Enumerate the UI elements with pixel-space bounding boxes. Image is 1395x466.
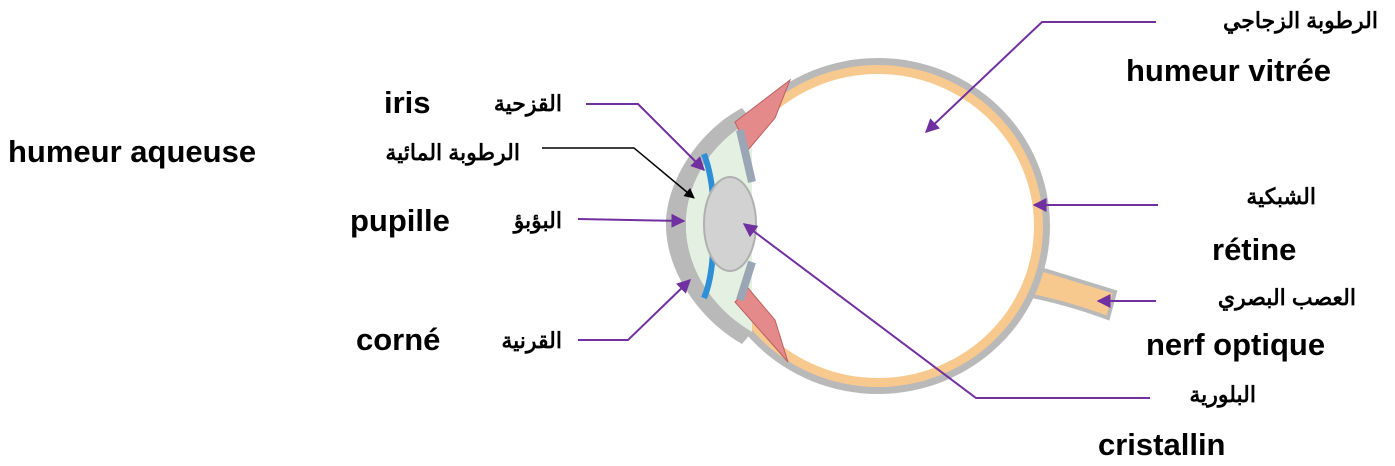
label-retine-ar: الشبكية <box>1246 184 1316 209</box>
label-cristallin-ar: البلورية <box>1189 382 1256 407</box>
label-corne-fr: corné <box>356 322 441 357</box>
label-retine-fr: rétine <box>1212 232 1297 267</box>
ligament-top <box>736 129 756 183</box>
label-humeur-aqueuse-fr: humeur aqueuse <box>8 134 257 169</box>
label-nerf-optique-ar: العصب البصري <box>1217 285 1356 310</box>
lens <box>703 176 757 272</box>
label-humeur-aqueuse-ar: الرطوبة المائية <box>385 140 520 165</box>
label-cristallin-fr: cristallin <box>1098 427 1226 462</box>
label-iris-fr: iris <box>384 85 431 120</box>
label-humeur-vitree-fr: humeur vitrée <box>1126 53 1332 88</box>
label-pupille-fr: pupille <box>350 203 450 238</box>
ligament-bottom <box>736 260 756 302</box>
label-iris-ar: القزحية <box>493 91 562 116</box>
pointer-humeur-aqueuse <box>542 147 695 199</box>
pointer-iris <box>586 103 705 171</box>
pointer-humeur-vitree <box>924 21 1156 133</box>
vitreous-body <box>722 74 1034 378</box>
label-pupille-ar: البؤبؤ <box>513 208 562 233</box>
label-corne-ar: القرنية <box>501 328 562 353</box>
label-humeur-vitree-ar: الرطوبة الزجاجي <box>1222 8 1378 33</box>
pointer-corne <box>578 279 692 341</box>
pointer-cristallin <box>742 223 1150 399</box>
label-nerf-optique-fr: nerf optique <box>1146 327 1326 362</box>
pointer-pupille <box>577 213 686 228</box>
